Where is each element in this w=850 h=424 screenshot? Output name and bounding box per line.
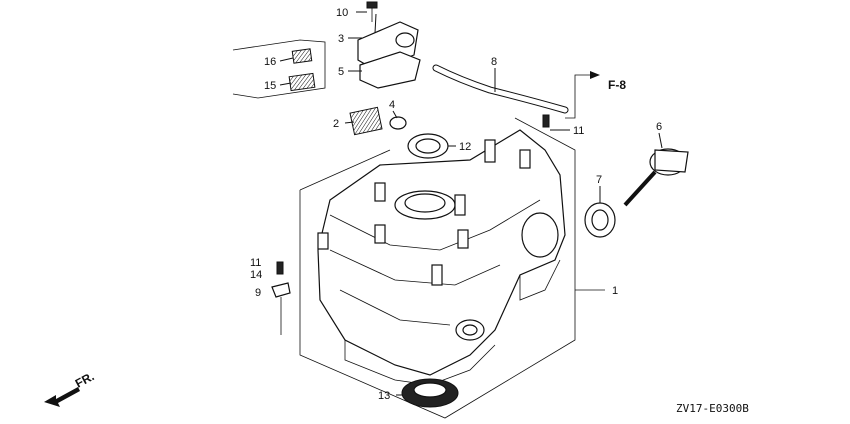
assembly-outline — [299, 117, 605, 419]
case-body — [317, 129, 566, 386]
filter-elements — [232, 39, 326, 99]
callout-3: 3 — [338, 33, 344, 45]
callout-7: 7 — [596, 174, 602, 186]
callout-14: 14 — [250, 269, 262, 281]
callout-1: 1 — [612, 285, 618, 297]
callout-4: 4 — [389, 99, 395, 111]
callout-2: 2 — [333, 118, 339, 130]
callout-6: 6 — [656, 121, 662, 133]
diagram-code: ZV17-E0300B — [676, 402, 749, 415]
callout-16: 16 — [264, 56, 276, 68]
callout-8: 8 — [491, 56, 497, 68]
reference-label: F-8 — [608, 78, 626, 92]
part-13-oil-seal — [401, 378, 459, 408]
front-label: FR. — [73, 369, 97, 390]
callout-5: 5 — [338, 66, 344, 78]
callout-10: 10 — [336, 7, 348, 19]
callout-13: 13 — [378, 390, 390, 402]
reference-f8: F-8 — [565, 71, 626, 119]
part-6-oil-cap — [623, 148, 689, 207]
cover-plate — [357, 1, 421, 89]
callout-11-left: 11 — [250, 257, 261, 269]
leader-lines — [279, 11, 663, 396]
part-7-washer — [584, 202, 616, 238]
callout-12: 12 — [459, 141, 471, 153]
part-4-ring — [389, 116, 407, 130]
part-11-bolt-left — [276, 261, 284, 275]
part-2-element — [349, 106, 383, 136]
part-11-bolt-top — [542, 114, 550, 128]
callout-15: 15 — [264, 80, 276, 92]
part-12-seal — [407, 133, 449, 159]
part-9-clip — [271, 282, 291, 298]
front-direction-arrow: FR. — [44, 369, 96, 407]
callout-11-top: 11 — [573, 125, 584, 137]
callout-9: 9 — [255, 287, 261, 299]
